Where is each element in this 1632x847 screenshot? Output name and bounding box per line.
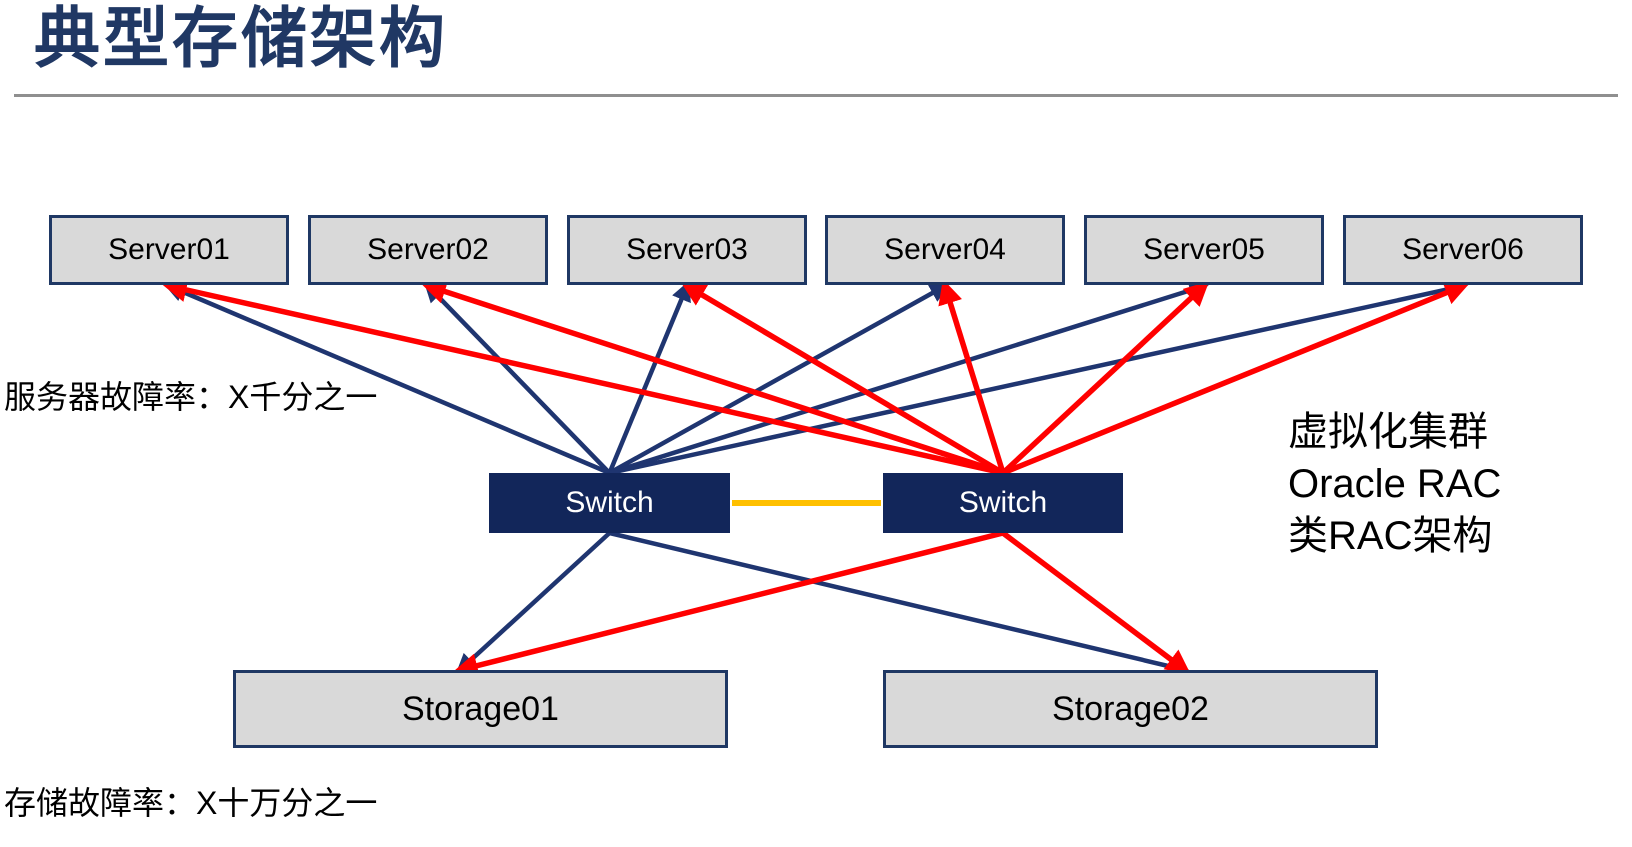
cluster-note-line-2: Oracle RAC [1288, 462, 1502, 506]
node-label-server03: Server03 [626, 233, 748, 266]
link-switch-a-server03 [607, 280, 691, 474]
node-switch-a: Switch [489, 473, 730, 533]
server-failure-rate-label: 服务器故障率：X千分之一 [4, 379, 378, 415]
node-label-storage01: Storage01 [402, 689, 559, 728]
node-server03: Server03 [567, 215, 807, 285]
node-storage02: Storage02 [883, 670, 1378, 748]
link-switch-a-storage01 [455, 531, 612, 674]
link-switch-a-server02 [423, 281, 612, 475]
node-server04: Server04 [825, 215, 1065, 285]
link-switch-b-server04 [938, 279, 1006, 474]
link-switch-a-server06 [609, 279, 1469, 476]
link-switch-b-server02 [421, 279, 1004, 476]
node-label-server01: Server01 [108, 233, 230, 266]
cluster-note-line-1: 虚拟化集群 [1288, 410, 1488, 454]
node-server05: Server05 [1084, 215, 1324, 285]
node-server06: Server06 [1343, 215, 1583, 285]
link-switch-b-server06 [1001, 281, 1470, 476]
link-switch-b-server05 [1001, 281, 1210, 476]
node-switch-b: Switch [883, 473, 1123, 533]
link-switch-b-server01 [162, 277, 1004, 476]
link-switch-a-server05 [608, 280, 1210, 476]
node-server01: Server01 [49, 215, 289, 285]
node-label-server06: Server06 [1402, 233, 1524, 266]
link-switch-b-storage02 [1001, 530, 1191, 675]
title-divider-line [14, 94, 1618, 97]
node-server02: Server02 [308, 215, 548, 285]
node-label-storage02: Storage02 [1052, 689, 1209, 728]
link-switch-b-server03 [680, 282, 1005, 476]
node-label-server05: Server05 [1143, 233, 1265, 266]
cluster-note-line-3: 类RAC架构 [1288, 514, 1493, 558]
link-switch-b-storage01 [453, 530, 1004, 678]
cluster-note: 虚拟化集群 Oracle RAC 类RAC架构 [1288, 406, 1501, 562]
node-label-server04: Server04 [884, 233, 1006, 266]
node-label-switch-a: Switch [565, 486, 654, 519]
node-label-switch-b: Switch [958, 486, 1048, 519]
storage-failure-rate-label: 存储故障率：X十万分之一 [4, 785, 378, 821]
link-switch-a-server01 [163, 282, 611, 476]
node-storage01: Storage01 [233, 670, 728, 748]
link-switch-a-server04 [608, 283, 951, 475]
link-switch-a-storage02 [608, 530, 1191, 677]
page-title: 典型存储架构 [34, 1, 448, 75]
node-label-server02: Server02 [367, 233, 489, 266]
